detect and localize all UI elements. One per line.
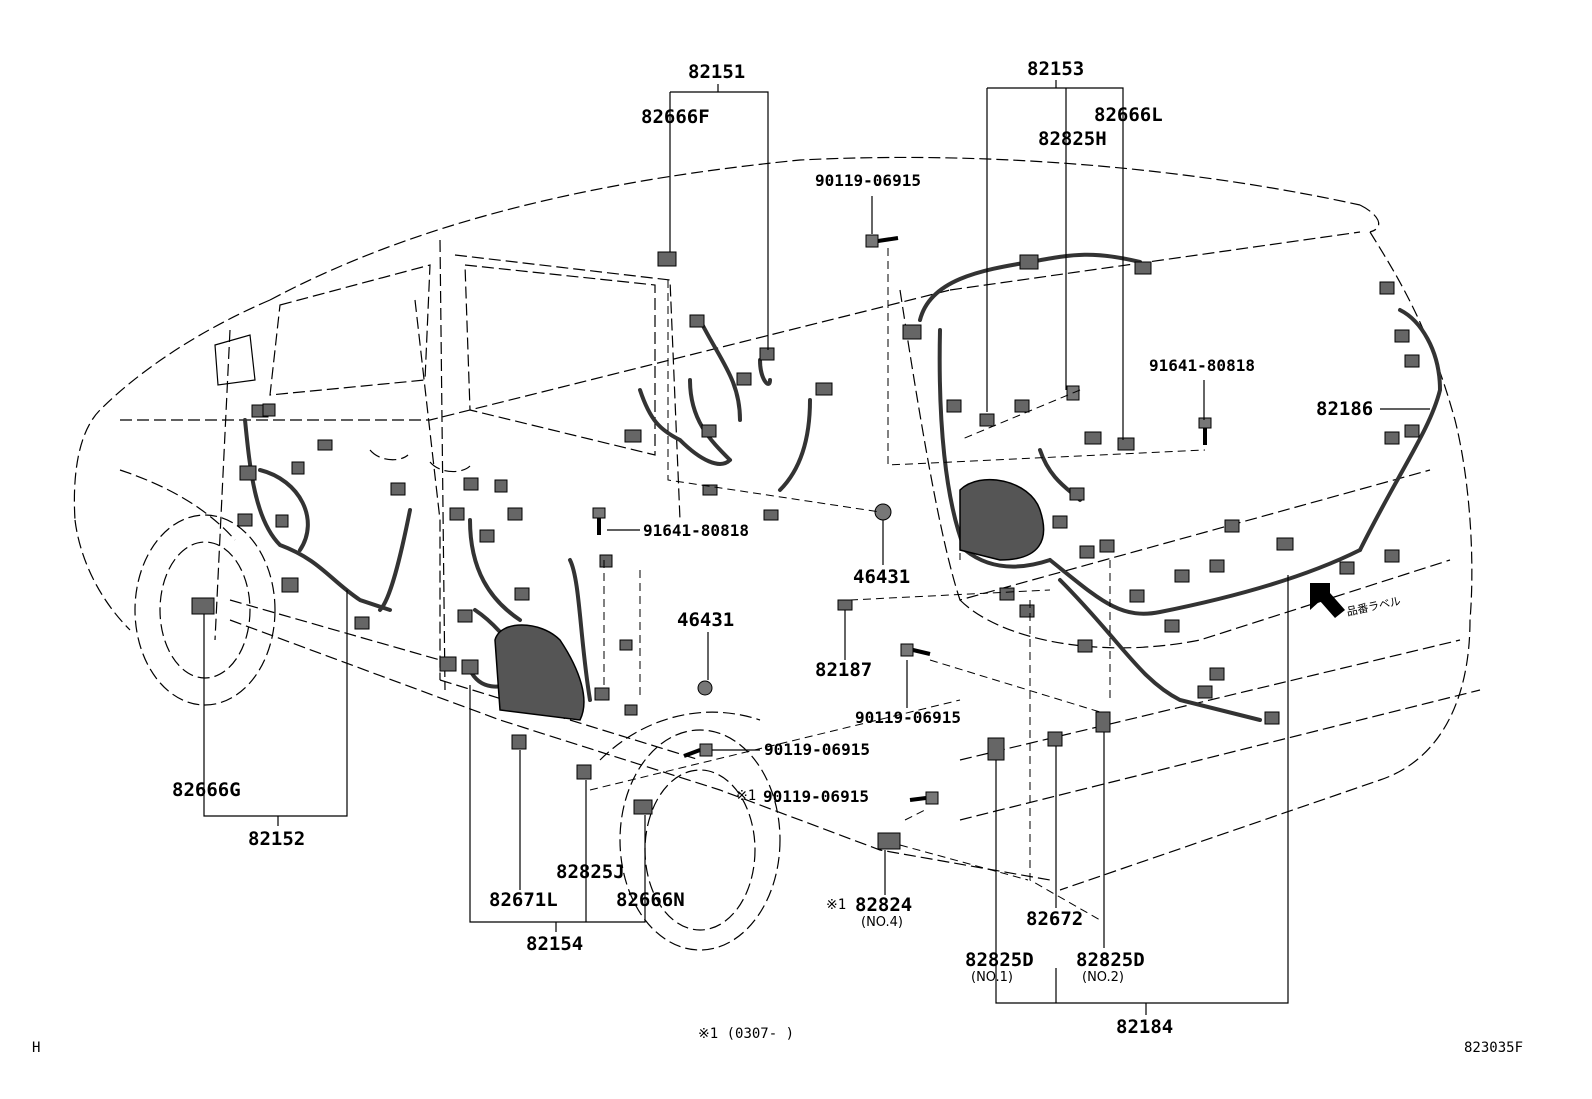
part-label-82672: 82672: [1026, 908, 1084, 930]
label-arrow: [1310, 583, 1345, 618]
vehicle-body-outline: [73, 156, 1481, 891]
regulator-housings: [494, 478, 1045, 721]
connectors: [191, 251, 1420, 850]
part-label-82671L: 82671L: [489, 889, 558, 911]
part-label-91641-mid: 91641-80818: [643, 521, 749, 540]
part-label-82152: 82152: [248, 828, 306, 850]
part-label-90119-top: 90119-06915: [815, 171, 921, 190]
part-label-46431-mid: 46431: [853, 566, 911, 588]
leader-lines: [203, 80, 1430, 1015]
bolts: [592, 234, 1212, 805]
part-label-91641-right: 91641-80818: [1149, 356, 1255, 375]
part-label-82825D-1: 82825D: [965, 949, 1034, 971]
part-label-82666N: 82666N: [616, 889, 685, 911]
part-label-82186: 82186: [1316, 398, 1374, 420]
corner-mark: H: [32, 1040, 41, 1056]
star-mark-1: ※1: [736, 788, 757, 804]
part-label-82184: 82184: [1116, 1016, 1174, 1038]
part-label-82825J: 82825J: [556, 861, 625, 883]
footnote: ※1 (0307- ): [698, 1026, 795, 1042]
part-label-82825H: 82825H: [1038, 128, 1107, 150]
part-label-82825D-1-sub: (NO.1): [971, 970, 1013, 985]
part-label-90119-lower: 90119-06915: [764, 740, 870, 759]
dashed-leaders: [589, 248, 1206, 921]
part-label-90119-mid: 90119-06915: [855, 708, 961, 727]
wheels: [119, 469, 781, 951]
part-label-82666F: 82666F: [641, 106, 710, 128]
side-mirror: [214, 334, 256, 386]
part-label-82151: 82151: [688, 61, 746, 83]
part-label-82824: 82824: [855, 894, 913, 916]
part-label-46431-left: 46431: [677, 609, 735, 631]
part-label-82154: 82154: [526, 933, 584, 955]
harness-front-door: [243, 418, 412, 612]
part-label-82666G: 82666G: [172, 779, 241, 801]
part-label-82825D-2-sub: (NO.2): [1082, 970, 1124, 985]
part-label-82187: 82187: [815, 659, 873, 681]
figure-code: 823035F: [1464, 1040, 1524, 1056]
part-label-82825D-2: 82825D: [1076, 949, 1145, 971]
part-label-82153: 82153: [1027, 58, 1085, 80]
part-label-82824-sub: (NO.4): [861, 915, 903, 930]
part-label-90119-star: 90119-06915: [763, 787, 869, 806]
harness-roof: [638, 318, 812, 492]
part-label-82666L: 82666L: [1094, 104, 1163, 126]
star-mark-2: ※1: [826, 897, 847, 913]
